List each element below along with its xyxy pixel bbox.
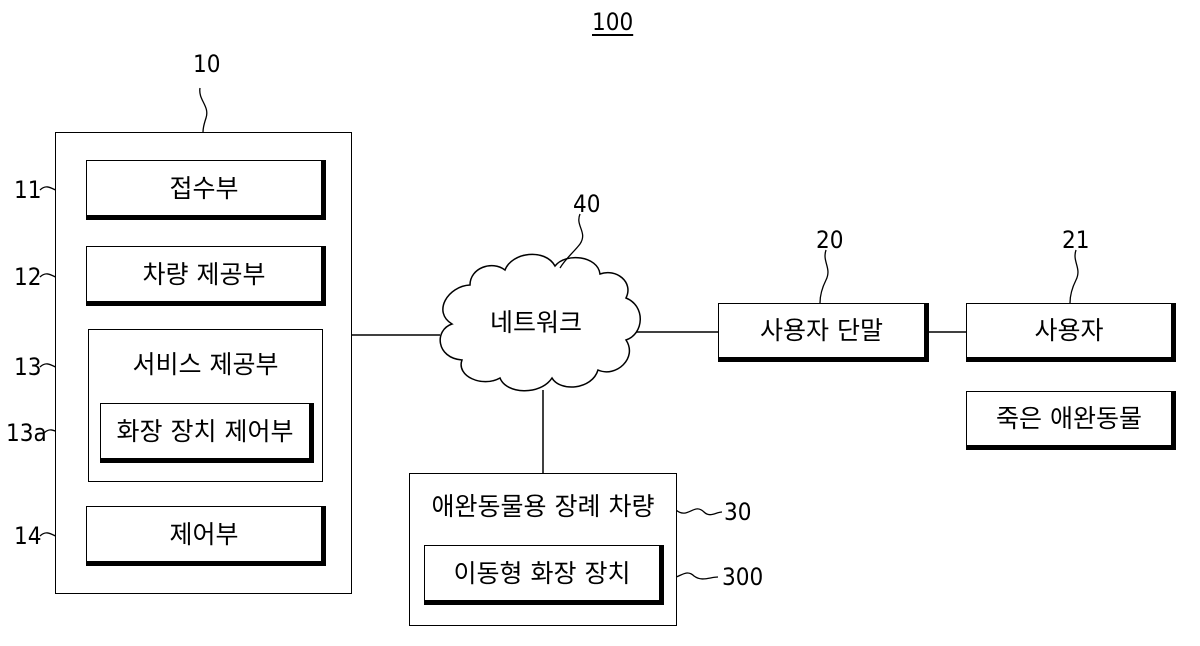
user-ref: 21 [1062, 228, 1089, 252]
cremation-device-ref: 300 [722, 565, 763, 589]
cremation-device-label: 이동형 화장 장치 [454, 561, 631, 586]
service-provider-label: 서비스 제공부 [89, 352, 322, 377]
service-provider-ref: 13 [14, 355, 41, 379]
user-box: 사용자 [966, 303, 1176, 362]
network-ref: 40 [573, 192, 600, 216]
control-unit-ref: 14 [14, 524, 41, 548]
control-unit-box: 제어부 [86, 506, 326, 566]
control-unit-label: 제어부 [169, 522, 238, 547]
leader-20 [820, 250, 828, 303]
user-terminal-box: 사용자 단말 [718, 303, 929, 362]
leader-10 [200, 88, 207, 132]
deceased-pet-label: 죽은 애완동물 [996, 406, 1142, 431]
server-ref: 10 [193, 52, 220, 76]
leader-21 [1070, 250, 1078, 303]
figure-number: 100 [592, 10, 633, 34]
funeral-vehicle-label: 애완동물용 장례 차량 [410, 494, 676, 519]
reception-unit-label: 접수부 [169, 176, 238, 201]
cremation-controller-ref: 13a [6, 421, 47, 445]
vehicle-provider-ref: 12 [14, 265, 41, 289]
vehicle-provider-box: 차량 제공부 [86, 246, 326, 306]
reception-unit-ref: 11 [14, 178, 41, 202]
cremation-controller-label: 화장 장치 제어부 [117, 419, 294, 444]
leader-30 [676, 509, 722, 515]
user-terminal-label: 사용자 단말 [760, 318, 883, 343]
funeral-vehicle-ref: 30 [724, 500, 751, 524]
cremation-device-box: 이동형 화장 장치 [424, 545, 664, 605]
reception-unit-box: 접수부 [86, 160, 326, 220]
deceased-pet-box: 죽은 애완동물 [966, 391, 1176, 450]
network-label: 네트워크 [490, 310, 582, 335]
vehicle-provider-label: 차량 제공부 [143, 262, 266, 287]
user-terminal-ref: 20 [816, 228, 843, 252]
user-label: 사용자 [1034, 318, 1103, 343]
cremation-controller-box: 화장 장치 제어부 [100, 403, 314, 463]
